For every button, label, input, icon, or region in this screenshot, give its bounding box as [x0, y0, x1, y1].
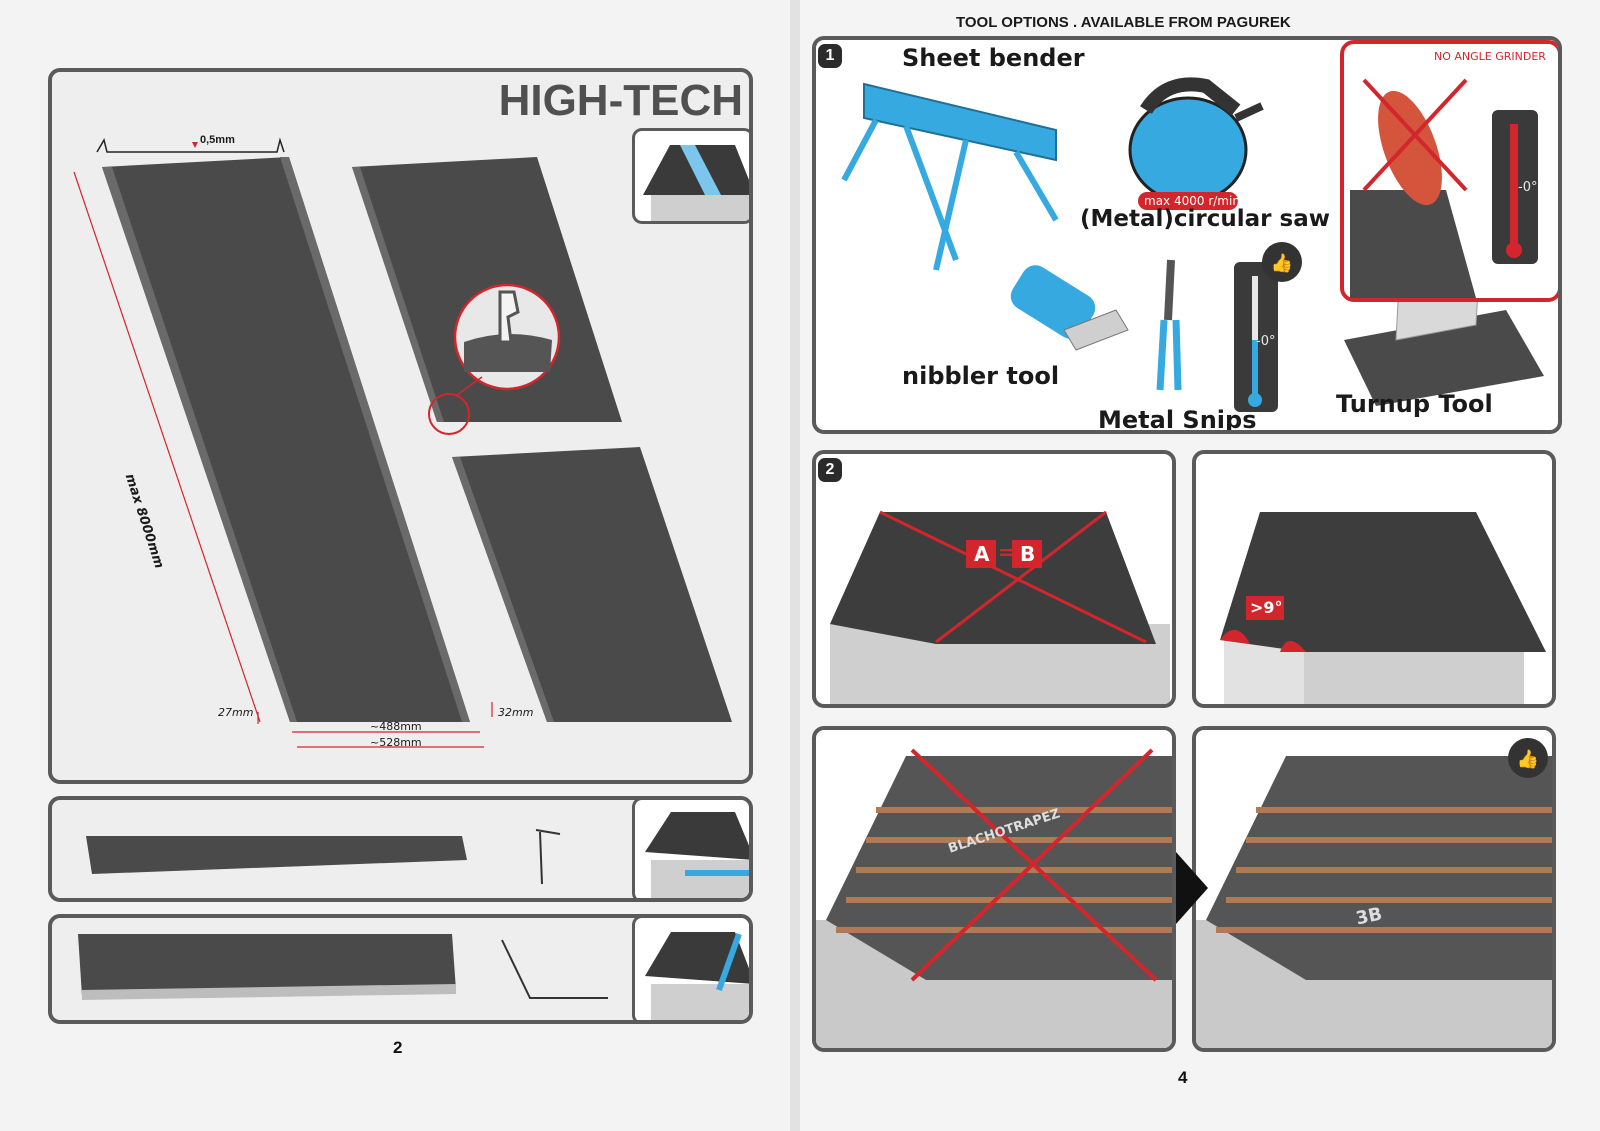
- step-badge-1: 1: [818, 44, 842, 68]
- roof-angle-panel: >9°: [1192, 450, 1556, 708]
- circular-saw-label: (Metal)circular saw: [1080, 206, 1330, 232]
- right-page: TOOL OPTIONS . AVAILABLE FROM PAGUREK: [800, 0, 1600, 1131]
- no-grinder-label: NO ANGLE GRINDER: [1434, 50, 1546, 63]
- svg-text:👍: 👍: [1517, 748, 1539, 770]
- profile-outline: [96, 137, 285, 153]
- nibbler-label: nibbler tool: [902, 362, 1060, 390]
- length-dimension-line: [73, 171, 261, 723]
- short-roof-sheet-bottom: [452, 447, 732, 722]
- brand-title: HIGH-TECH: [498, 76, 743, 125]
- metal-snips-illustration: [1156, 259, 1182, 391]
- membrane-correct-panel: 👍 3B: [1192, 726, 1556, 1052]
- arrow-right-icon: [1176, 852, 1208, 924]
- diagonal-label-b: B: [1020, 542, 1036, 566]
- roof-angle-label: >9°: [1250, 598, 1283, 617]
- nibbler-illustration: [1010, 265, 1129, 351]
- page-number-right: 4: [1178, 1068, 1188, 1087]
- thickness-label: 0,5mm: [200, 134, 235, 146]
- roof-sheet-illustration: [73, 137, 732, 748]
- ridge-location-thumbnail: [632, 800, 749, 898]
- diagonal-line-a: [879, 510, 1147, 644]
- diagonal-line-b: [935, 510, 1107, 644]
- metal-snips-label: Metal Snips: [1098, 406, 1257, 434]
- tool-options-heading: TOOL OPTIONS . AVAILABLE FROM PAGUREK: [956, 14, 1291, 31]
- saw-rpm-label: max 4000 r/min: [1144, 194, 1240, 208]
- ridge-flashing: [86, 836, 467, 874]
- step-badge-2: 2: [818, 458, 842, 482]
- width-outer-label: ~528mm: [370, 736, 422, 749]
- sheet-bender-illustration: [841, 82, 1059, 271]
- sheet-bender-label: Sheet bender: [902, 44, 1085, 72]
- thermometer-good: 👍: [1234, 242, 1302, 412]
- tools-panel: 👍 1 Sheet bender max 4000 r/min: [812, 36, 1562, 434]
- turnup-tool-label: Turnup Tool: [1336, 390, 1493, 418]
- roof-diagonal-panel: 2 A = B: [812, 450, 1176, 708]
- page-number-left: 2: [393, 1038, 403, 1057]
- membrane-wrong-panel: BLACHOTRAPEZ: [812, 726, 1176, 1052]
- long-roof-sheet: [102, 157, 470, 722]
- ridge-flashing-panel: [48, 796, 753, 902]
- diagonal-label-a: A: [974, 542, 990, 566]
- width-inner-label: ~488mm: [370, 720, 422, 733]
- seam-right-label: 32mm: [498, 706, 534, 719]
- seam-left-label: 27mm: [218, 706, 254, 719]
- roof-sheet-panel: HIGH-TECH 0,5mm max 8000mm 27mm 32mm ~48…: [48, 68, 753, 784]
- page-gutter: [790, 0, 800, 1131]
- eave-flashing: [78, 934, 456, 996]
- turnup-tool-illustration: [1344, 289, 1544, 406]
- saw-rpm-badge: [1138, 192, 1238, 210]
- left-page: HIGH-TECH 0,5mm max 8000mm 27mm 32mm ~48…: [0, 0, 790, 1131]
- roof-location-thumbnail: [632, 128, 749, 224]
- thermometer-bad-label: -0°: [1518, 180, 1538, 195]
- eave-location-thumbnail: [632, 918, 749, 1020]
- eave-flashing-panel: [48, 914, 753, 1024]
- thermometer-good-label: -0°: [1256, 334, 1276, 349]
- svg-text:👍: 👍: [1271, 252, 1293, 274]
- thumbs-up-icon: [1508, 738, 1548, 778]
- diagonal-label-eq: =: [998, 540, 1015, 564]
- circular-saw-illustration: [1128, 77, 1264, 204]
- no-grinder-box: [1340, 40, 1558, 302]
